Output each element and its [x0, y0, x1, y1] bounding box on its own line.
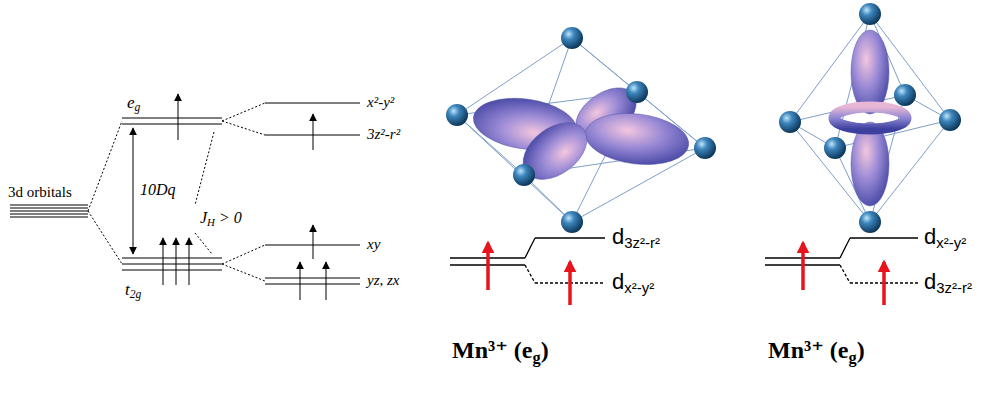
- octahedron-edges: [790, 14, 950, 222]
- ligand-sphere: [779, 111, 801, 133]
- orbital-label: dx²-y²: [612, 269, 654, 297]
- level-line: [265, 284, 360, 285]
- level-label: eg: [127, 93, 140, 115]
- spin-arrow: [486, 243, 490, 290]
- orbital-torus: [834, 107, 906, 129]
- spin-arrow: [163, 238, 164, 285]
- gap-arrow: [133, 128, 134, 254]
- orbital-lobe: [851, 30, 889, 114]
- orbital-label: yz, zx: [367, 272, 400, 289]
- spin-arrow: [313, 114, 314, 150]
- ligand-sphere: [824, 137, 846, 159]
- level-line: [265, 278, 360, 279]
- level-line: [122, 118, 222, 119]
- level-line: [850, 237, 918, 238]
- level-link: [840, 238, 850, 258]
- level-diagram: [765, 238, 918, 283]
- dashed-line: [222, 121, 265, 135]
- dashed-line: [88, 211, 122, 264]
- spin-arrow: [568, 262, 572, 305]
- ligand-sphere: [561, 27, 583, 49]
- level-line: [535, 237, 605, 238]
- hund-label: JH > 0: [200, 209, 242, 229]
- ligand-sphere: [513, 164, 535, 186]
- gap-label: 10Dq: [140, 181, 176, 199]
- level-line: [10, 208, 88, 209]
- level-line: [10, 211, 88, 212]
- ion-label: Mn³⁺ (eg): [452, 337, 549, 368]
- orbital-label: 3d orbitals: [8, 184, 72, 201]
- level-line: [122, 270, 222, 271]
- dashed-line: [222, 264, 265, 281]
- level-line: [122, 258, 222, 259]
- level-link: [525, 238, 535, 258]
- ligand-sphere: [894, 84, 916, 106]
- ligand-sphere: [859, 211, 881, 233]
- spin-arrow: [178, 94, 179, 140]
- orbital-lobe: [851, 122, 889, 206]
- level-diagram: [450, 238, 605, 283]
- ligand-sphere: [626, 81, 648, 103]
- ligand-sphere: [561, 211, 583, 233]
- spin-arrow: [801, 243, 805, 290]
- ligand-sphere: [446, 104, 468, 126]
- orbital-label: 3z²-r²: [367, 126, 400, 143]
- orbital-lobe: [512, 111, 597, 191]
- level-line: [10, 217, 88, 218]
- orbital-label: d3z²-r²: [924, 269, 972, 297]
- level-line: [265, 103, 360, 104]
- level-line: [10, 205, 88, 206]
- spin-arrow: [313, 225, 314, 259]
- dashed-line: [222, 245, 265, 264]
- level-line: [122, 264, 222, 265]
- orbital-label: xy: [367, 236, 380, 253]
- ligand-sphere: [694, 137, 716, 159]
- spin-arrow: [176, 238, 177, 285]
- level-link: [840, 265, 850, 283]
- spin-arrow: [326, 262, 327, 300]
- octahedron-edges: [457, 38, 705, 222]
- spin-arrow: [882, 262, 886, 305]
- dashed-line: [195, 233, 212, 254]
- level-line: [122, 124, 222, 125]
- orbital-label: x²-y²: [367, 94, 394, 111]
- dashed-line: [195, 132, 214, 205]
- dashed-line: [88, 121, 122, 211]
- level-label: t2g: [125, 280, 141, 302]
- level-line: [10, 214, 88, 215]
- ligand-sphere: [939, 109, 961, 131]
- level-link: [525, 265, 535, 283]
- orbital-lobe: [582, 108, 691, 170]
- ion-label: Mn³⁺ (eg): [768, 337, 865, 368]
- orbital-label: d3z²-r²: [612, 224, 660, 252]
- spin-arrow: [189, 238, 190, 285]
- spin-arrow: [300, 262, 301, 300]
- orbital-label: dx²-y²: [924, 224, 966, 252]
- ligand-sphere: [859, 3, 881, 25]
- dashed-line: [222, 103, 265, 121]
